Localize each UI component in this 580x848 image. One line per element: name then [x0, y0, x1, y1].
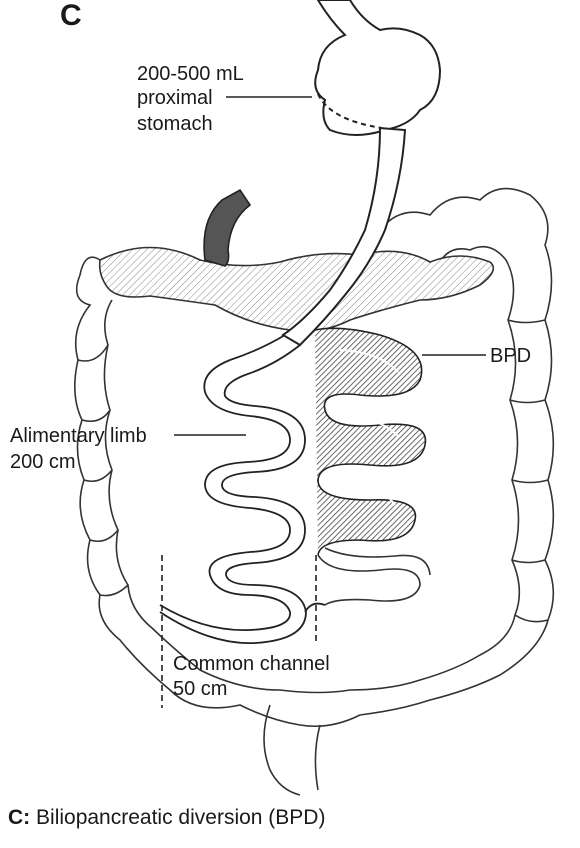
distal-bowel-coils: [317, 547, 431, 606]
alimentary-limb: [159, 334, 307, 644]
alimentary-label-line-1: Alimentary limb: [10, 425, 147, 447]
stomach-label-line-2: proximal: [137, 87, 213, 109]
alimentary-label-line-2: 200 cm: [10, 451, 76, 473]
duodenal-stump: [203, 188, 252, 267]
common-channel: [304, 602, 326, 613]
caption-prefix: C:: [8, 806, 31, 829]
figure-caption: C: Biliopancreatic diversion (BPD): [8, 806, 325, 830]
transverse-colon: [98, 246, 495, 333]
stomach-label-line-1: 200-500 mL: [137, 63, 244, 85]
bpd-label: BPD: [490, 345, 532, 367]
caption-text: Biliopancreatic diversion (BPD): [36, 806, 326, 829]
colon: [74, 187, 555, 796]
panel-letter: C: [60, 0, 82, 32]
biliopancreatic-limb: [314, 327, 427, 556]
stomach-label-line-3: stomach: [137, 113, 213, 135]
common-channel-label-line-2: 50 cm: [173, 678, 228, 700]
common-channel-label-line-1: Common channel: [173, 653, 330, 675]
